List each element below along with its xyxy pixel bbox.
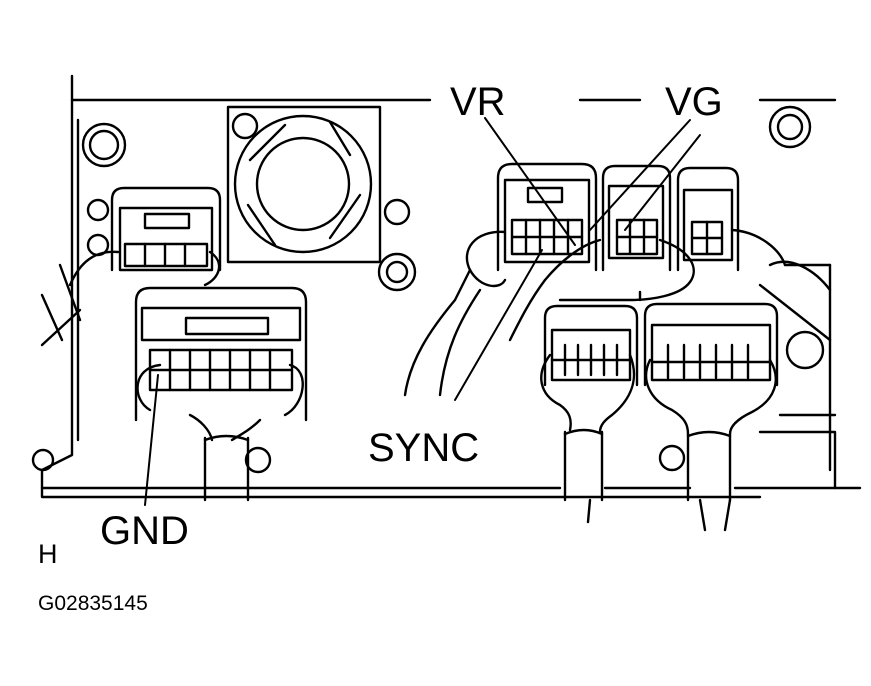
figure-code: G02835145	[38, 592, 148, 615]
sync-label: SYNC	[368, 426, 480, 470]
connector-gnd	[134, 286, 308, 422]
vg-label: VG	[665, 80, 723, 124]
mounting-holes	[31, 105, 825, 474]
wire-harnesses	[40, 228, 832, 532]
callout-leaders	[144, 117, 701, 506]
connector-left-small	[110, 186, 222, 272]
gnd-label: GND	[100, 509, 189, 553]
connector-vg	[601, 164, 672, 272]
view-letter: H	[38, 539, 58, 569]
connector-lower-middle	[543, 304, 639, 387]
connector-vr	[496, 162, 598, 272]
connector-lower-right	[643, 302, 779, 387]
connector-right-small	[676, 166, 740, 272]
vr-label: VR	[450, 80, 506, 124]
cooling-fan	[226, 105, 382, 264]
